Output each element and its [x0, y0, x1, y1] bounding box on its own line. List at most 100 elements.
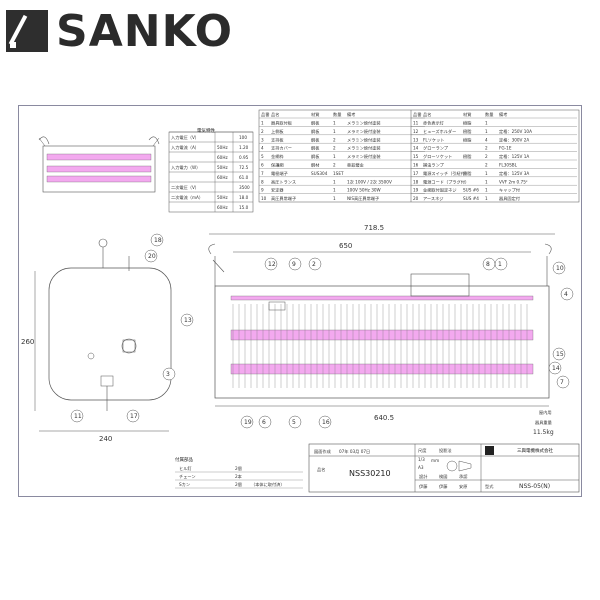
part-qty: 1 [333, 188, 336, 193]
spec-freq: 60Hz [217, 205, 228, 210]
part-qty: 1 [485, 188, 488, 193]
company-mark-icon [485, 446, 494, 455]
part-qty: 2 [333, 146, 336, 151]
spec-label: 入力電圧（V） [171, 134, 199, 141]
accessory-qty: 2個 [235, 465, 242, 472]
part-no: 1 [261, 121, 264, 126]
part-qty: 2 [333, 137, 336, 142]
part-no: 4 [261, 146, 264, 151]
date-label: 図面作成 [314, 448, 331, 455]
callout-balloon [150, 233, 164, 247]
part-name: 電源スイッチ（引紐付） [423, 170, 469, 177]
part-note: メラミン焼付塗装 [347, 136, 381, 143]
part-mat: 樹脂 [463, 170, 471, 177]
part-note: メラミン焼付塗装 [347, 153, 381, 160]
part-qty: 1SET [333, 171, 344, 176]
callout-balloon [162, 367, 176, 381]
callout-balloon [240, 415, 254, 429]
part-no: 18 [413, 179, 419, 184]
callout-number: 13 [184, 317, 192, 324]
spec-freq: 60Hz [217, 175, 228, 180]
part-name: 支持板 [271, 136, 284, 143]
unit: mm [431, 458, 439, 463]
part-no: 13 [413, 137, 419, 142]
part-mat: SUS #4 [463, 196, 479, 201]
drawing-number: NSS30210 [349, 469, 391, 478]
spec-value: 72.5 [239, 165, 249, 170]
callout-balloon [258, 415, 272, 429]
callout-balloon [144, 249, 158, 263]
parts-header: 品名 [271, 111, 279, 118]
callout-number: 6 [262, 419, 266, 426]
dim-bottom-length: 640.5 [374, 414, 394, 422]
name-label: 品名 [317, 466, 325, 473]
weight-value: 11.5kg [533, 429, 554, 436]
projection-symbol-icon [446, 460, 472, 472]
callout-balloon [70, 409, 84, 423]
part-name: アースネジ [423, 196, 443, 202]
callout-number: 17 [130, 413, 138, 420]
spec-value: 0.95 [239, 155, 249, 160]
part-qty: 1 [333, 129, 336, 134]
callout-balloon [556, 375, 570, 389]
callout-balloon [288, 415, 302, 429]
part-no: 7 [261, 171, 264, 176]
spec-freq: 50Hz [217, 145, 228, 150]
brand-name: SANKO [56, 6, 234, 57]
part-name: 赤色表示灯 [423, 120, 445, 127]
part-qty: 1 [333, 179, 336, 184]
part-note: 定格：125V 3A [499, 170, 529, 177]
part-name: 金網取付固定ネジ [423, 187, 457, 194]
spec-freq: 50Hz [217, 165, 228, 170]
part-no: 12 [413, 129, 419, 134]
part-mat: 樹脂 [463, 153, 471, 160]
part-mat: SUS304 [311, 171, 328, 176]
part-mat: 樹脂 [463, 136, 471, 143]
part-mat: 鋼板 [311, 145, 320, 152]
part-note: VVF 2m 0.75² [499, 179, 528, 184]
part-name: 高圧トランス [271, 178, 296, 185]
part-note: FG-1E [499, 146, 512, 151]
part-note: メラミン焼付塗装 [347, 128, 381, 135]
method-label: 投影法 [439, 447, 452, 454]
part-name: ヒューズホルダー [423, 128, 456, 135]
callout-number: 5 [292, 419, 296, 426]
side-view [48, 238, 172, 411]
part-name: グローソケット [423, 153, 452, 160]
part-name: 安定器 [271, 187, 284, 194]
callout-number: 4 [564, 291, 568, 298]
callout-balloon [288, 257, 302, 271]
part-mat: 鋼材 [311, 162, 319, 169]
spec-label: 二次電圧（V） [171, 184, 199, 191]
part-note: メラミン焼付塗装 [347, 120, 381, 127]
accessory-qty: 2本 [235, 473, 243, 480]
spec-title: 電気特性 [197, 127, 215, 134]
callout-number: 9 [292, 261, 296, 268]
role-name: 安原 [459, 483, 467, 490]
part-name: 上側板 [271, 128, 284, 135]
part-no: 9 [261, 188, 264, 193]
part-qty: 2 [485, 154, 488, 159]
part-mat: SUS #6 [463, 188, 479, 193]
dim-overall-length: 718.5 [364, 224, 384, 232]
part-no: 6 [261, 163, 264, 168]
part-name: 電源コード（プラグ付） [423, 178, 469, 185]
spec-freq: 60Hz [217, 155, 228, 160]
callout-number: 20 [148, 253, 156, 260]
part-qty: 2 [333, 163, 336, 168]
dim-side-width: 240 [99, 435, 112, 443]
part-no: 15 [413, 154, 419, 159]
part-note: 器具固定付 [499, 195, 520, 202]
spec-label: 二次電流（mA） [171, 194, 203, 201]
parts-header: 品名 [423, 111, 431, 118]
part-name: 器具取付板 [271, 120, 293, 127]
callout-number: 19 [244, 419, 252, 426]
role-name: 伊藤 [419, 483, 428, 490]
callout-number: 1 [498, 261, 502, 268]
part-qty: 1 [333, 196, 336, 201]
accessory-name: チェーン [179, 474, 196, 480]
part-name: 支持カバー [271, 145, 292, 152]
